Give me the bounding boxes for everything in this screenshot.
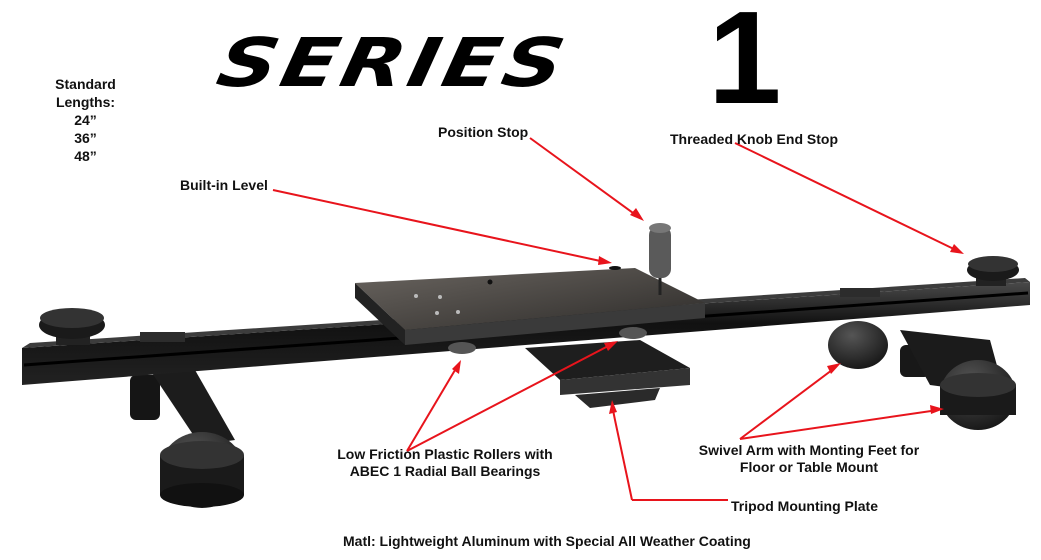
roller-left <box>448 342 476 354</box>
right-back-foot <box>828 321 888 369</box>
right-swivel-arm <box>828 321 1016 430</box>
label-rollers-line2: ABEC 1 Radial Ball Bearings <box>349 463 541 479</box>
label-threaded-knob: Threaded Knob End Stop <box>670 131 838 147</box>
label-rollers-line1: Low Friction Plastic Rollers with <box>337 446 553 462</box>
position-stop <box>649 223 671 295</box>
length-48: 48” <box>74 148 97 164</box>
arrow-roller-right <box>406 343 613 452</box>
standard-lengths: Standard Lengths: 24” 36” 48” <box>38 75 133 165</box>
arrow-swivel-back <box>739 366 837 440</box>
length-36: 36” <box>74 130 97 146</box>
roller-right <box>619 327 647 339</box>
left-swivel-arm <box>130 370 244 508</box>
left-knob <box>39 308 105 345</box>
label-swivel-line1: Swivel Arm with Monting Feet for <box>698 442 920 458</box>
carriage-plate <box>355 266 705 345</box>
arrow-position-stop <box>529 137 641 219</box>
arrow-built-in-level <box>272 189 606 263</box>
length-24: 24” <box>74 112 97 128</box>
label-swivel-arm: Swivel Arm with Monting Feet for Floor o… <box>684 442 934 476</box>
built-in-level <box>609 266 621 270</box>
material-note: Matl: Lightweight Aluminum with Special … <box>343 533 751 549</box>
label-swivel-line2: Floor or Table Mount <box>739 459 879 475</box>
label-position-stop: Position Stop <box>438 124 529 140</box>
series-number: 1 <box>708 0 782 131</box>
callout-arrows <box>272 137 964 501</box>
tripod-mounting-plate <box>525 340 690 408</box>
standard-lengths-heading-1: Standard <box>55 76 116 92</box>
arrow-roller-left <box>406 364 459 452</box>
label-tripod-plate: Tripod Mounting Plate <box>731 498 878 514</box>
arrow-threaded-knob <box>734 142 961 253</box>
label-built-in-level: Built-in Level <box>180 177 268 193</box>
right-knob <box>967 256 1019 286</box>
arrow-swivel-front <box>739 409 939 440</box>
label-rollers: Low Friction Plastic Rollers with ABEC 1… <box>320 446 570 480</box>
arrow-tripod-plate <box>611 404 633 501</box>
standard-lengths-heading-2: Lengths: <box>55 94 116 110</box>
